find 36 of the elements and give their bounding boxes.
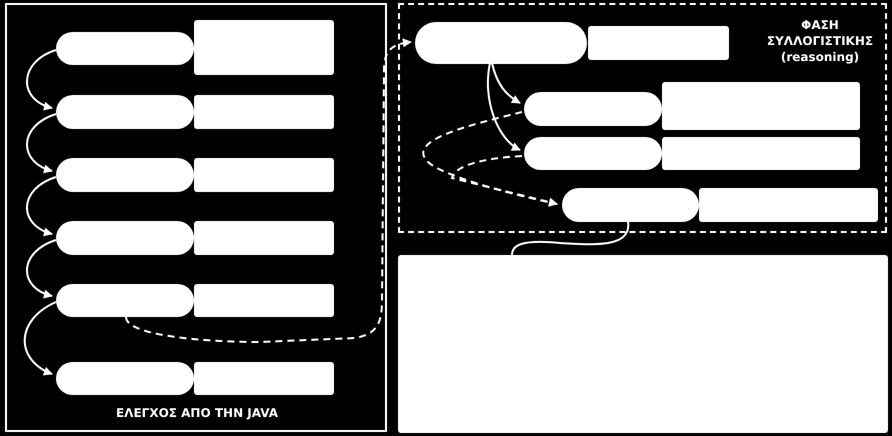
rounded-box xyxy=(562,188,699,222)
rounded-box xyxy=(56,95,194,129)
arrow xyxy=(26,239,56,298)
arrow xyxy=(24,301,56,375)
arrow xyxy=(26,113,56,172)
arrow xyxy=(26,176,56,236)
box xyxy=(194,20,334,75)
connector-line xyxy=(511,220,630,256)
dashed-group-frame xyxy=(398,3,887,233)
rounded-box xyxy=(415,22,587,64)
rounded-box xyxy=(56,284,194,317)
box xyxy=(662,82,860,130)
box xyxy=(588,26,729,60)
box xyxy=(194,284,334,317)
box xyxy=(194,221,334,255)
dashed-arrow xyxy=(125,38,412,343)
rounded-box xyxy=(56,158,194,192)
arrow xyxy=(491,62,521,104)
rounded-box xyxy=(56,221,194,255)
group-frame xyxy=(5,3,387,432)
dashed-arrow xyxy=(422,111,558,207)
box xyxy=(699,188,878,222)
arrow xyxy=(26,49,56,110)
dashed-arrow xyxy=(451,155,558,206)
box xyxy=(194,158,334,192)
rounded-box xyxy=(524,92,662,126)
arrow xyxy=(486,62,521,151)
rounded-box xyxy=(524,137,662,170)
box xyxy=(194,362,334,395)
box xyxy=(398,255,888,433)
rounded-box xyxy=(56,32,194,65)
box xyxy=(194,95,334,129)
group-title: ΦΑΣΗ ΣΥΛΛΟΓΙΣΤΙΚΗΣ (reasoning) xyxy=(766,17,874,65)
rounded-box xyxy=(56,362,194,395)
box xyxy=(662,137,860,170)
group-title: ΕΛΕΓΧΟΣ ΑΠΟ ΤΗΝ JAVA xyxy=(114,405,279,421)
